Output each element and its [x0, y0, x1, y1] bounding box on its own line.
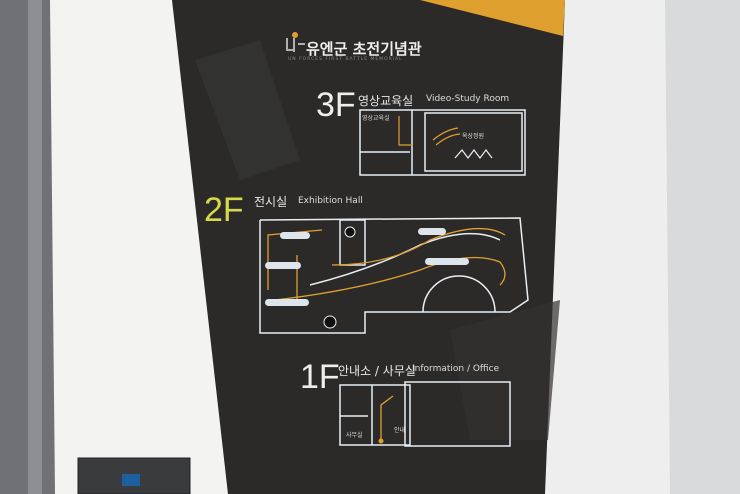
- floor-3f-label: 3F: [316, 86, 356, 124]
- room-office: 사무실: [346, 432, 363, 439]
- floor-1f-label: 1F: [300, 358, 340, 396]
- floor-plan-1f: [339, 381, 511, 447]
- exhibit-label: [265, 299, 309, 306]
- logo-dot: [292, 32, 298, 38]
- memorial-subtitle: UN FORCES FIRST BATTLE MEMORIAL: [288, 57, 403, 62]
- memorial-title: 유엔군 초전기념관: [306, 40, 422, 58]
- floor-plan-3f: [359, 109, 526, 176]
- floor-3f-name-en: Video-Study Room: [426, 94, 510, 104]
- floor-1f-name-en: Information / Office: [412, 364, 500, 374]
- floor-2f-label: 2F: [204, 191, 244, 229]
- exhibit-label: [418, 228, 446, 235]
- exhibit-label: [265, 262, 301, 269]
- room-information: 안내: [394, 427, 406, 434]
- left-pillar: [50, 0, 228, 494]
- floor-2f-name-ko: 전시실: [254, 195, 288, 209]
- orange-accent: [420, 0, 565, 36]
- floor-3f-name-ko: 영상교육실: [358, 94, 414, 108]
- floor-1f-name-ko: 안내소 / 사무실: [338, 364, 416, 378]
- right-pillar: [540, 0, 670, 494]
- elevator-button: [122, 474, 140, 486]
- memorial-logo: [286, 38, 305, 52]
- exhibit-label: [425, 258, 469, 265]
- room-video-study: 영상교육실: [362, 115, 390, 122]
- wall: [660, 0, 740, 494]
- room-rooftop-garden: 옥상정원: [462, 133, 485, 140]
- floor-2f-name-en: Exhibition Hall: [298, 196, 363, 206]
- exhibit-label: [280, 232, 310, 239]
